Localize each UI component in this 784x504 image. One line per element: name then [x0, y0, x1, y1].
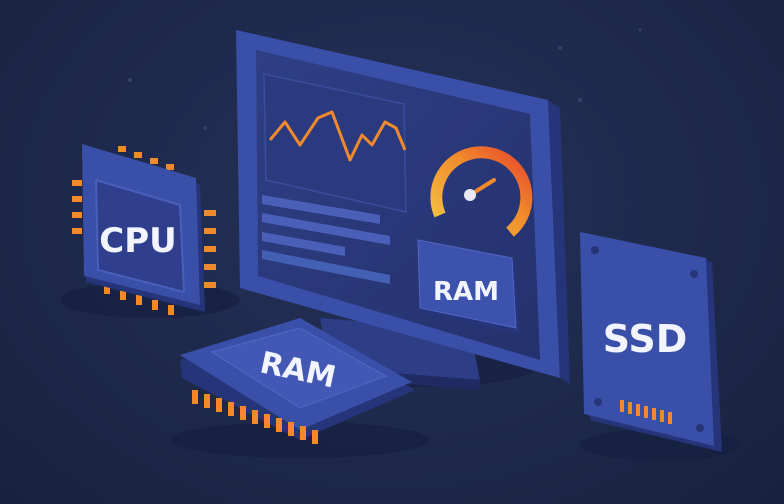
- ram-pins: [192, 390, 318, 444]
- activity-line-chart: [268, 110, 407, 162]
- progress-bars: [262, 195, 390, 284]
- monitor-ram-badge: RAM: [417, 239, 520, 334]
- cpu-chip: CPU: [60, 144, 240, 318]
- ssd-connector-pins: [620, 400, 672, 424]
- ssd-label: SSD: [603, 317, 688, 361]
- cpu-pins: [72, 146, 216, 315]
- gauge-icon: [430, 146, 533, 237]
- cpu-label: CPU: [99, 221, 176, 261]
- ram-stick: RAM: [170, 318, 430, 458]
- monitor-ram-label: RAM: [433, 277, 499, 307]
- chart-panel: [263, 73, 407, 213]
- ssd-drive: SSD: [580, 232, 740, 461]
- background-dots: [128, 28, 642, 130]
